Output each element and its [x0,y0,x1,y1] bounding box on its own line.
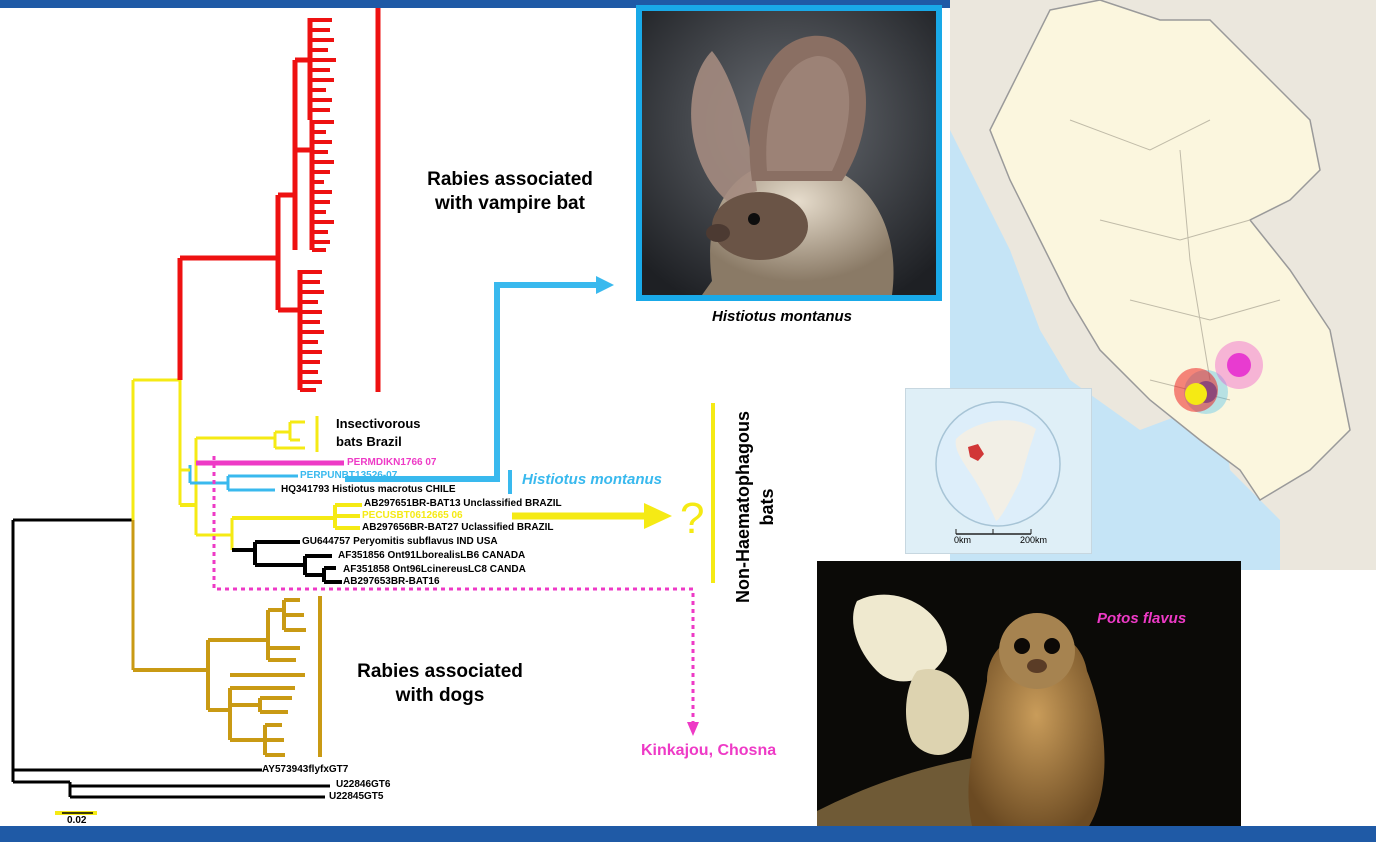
map-scale-end: 200km [1020,535,1047,545]
bottom-banner [0,826,1376,842]
kinkajou-caption: Potos flavus [1097,610,1186,627]
scale-bar-label: 0.02 [67,815,86,826]
kinkajou-illustration [817,561,1241,842]
vampire-leaf-ticks [300,20,336,390]
leaf-ay573943: AY573943flyfxGT7 [262,764,348,775]
question-mark: ? [680,494,704,544]
dog-clade-branches [133,596,320,757]
leaf-hq341793: HQ341793 Histiotus macrotus CHILE [281,484,456,495]
histiotus-clade-label: Histiotus montanus [522,471,662,488]
black-bat-branches [232,542,342,582]
bat-illustration [642,11,936,295]
bat-caption: Histiotus montanus [712,308,852,325]
leaf-ab297651: AB297651BR-BAT13 Unclassified BRAZIL [364,498,562,509]
leaf-ab297653: AB297653BR-BAT16 [343,576,440,587]
insectivorous-label: Insectivorous bats Brazil [336,415,421,451]
globe-illustration [906,389,1091,553]
vampire-clade-label: Rabies associated with vampire bat [400,168,620,216]
leaf-af351858: AF351858 Ont96LcinereusLC8 CANDA [343,564,526,575]
leaf-permdikn: PERMDIKN1766 07 [347,457,436,468]
leaf-gu644757: GU644757 Peryomitis subflavus IND USA [302,536,498,547]
leaf-perpunbt: PERPUNBT13526-07 [300,470,397,481]
leaf-pecusbt: PECUSBT0612665 06 [362,510,463,521]
leaf-af351856: AF351856 Ont91LborealisLB6 CANADA [338,550,525,561]
leaf-u22846: U22846GT6 [336,779,390,790]
vampire-clade-branches [180,8,378,392]
globe-inset: 0km 200km [905,388,1092,554]
leaf-u22845: U22845GT5 [329,791,383,802]
map-scale-start: 0km [954,535,971,545]
kinkajou-label: Kinkajou, Chosna [641,742,776,760]
bat-photo [636,5,942,301]
leaf-ab297656: AB297656BR-BAT27 Uclassified BRAZIL [362,522,554,533]
dog-clade-label: Rabies associated with dogs [330,660,550,708]
kinkajou-photo: Potos flavus [817,561,1241,842]
non-haematophagous-label: Non-Haematophagous bats [731,407,779,607]
